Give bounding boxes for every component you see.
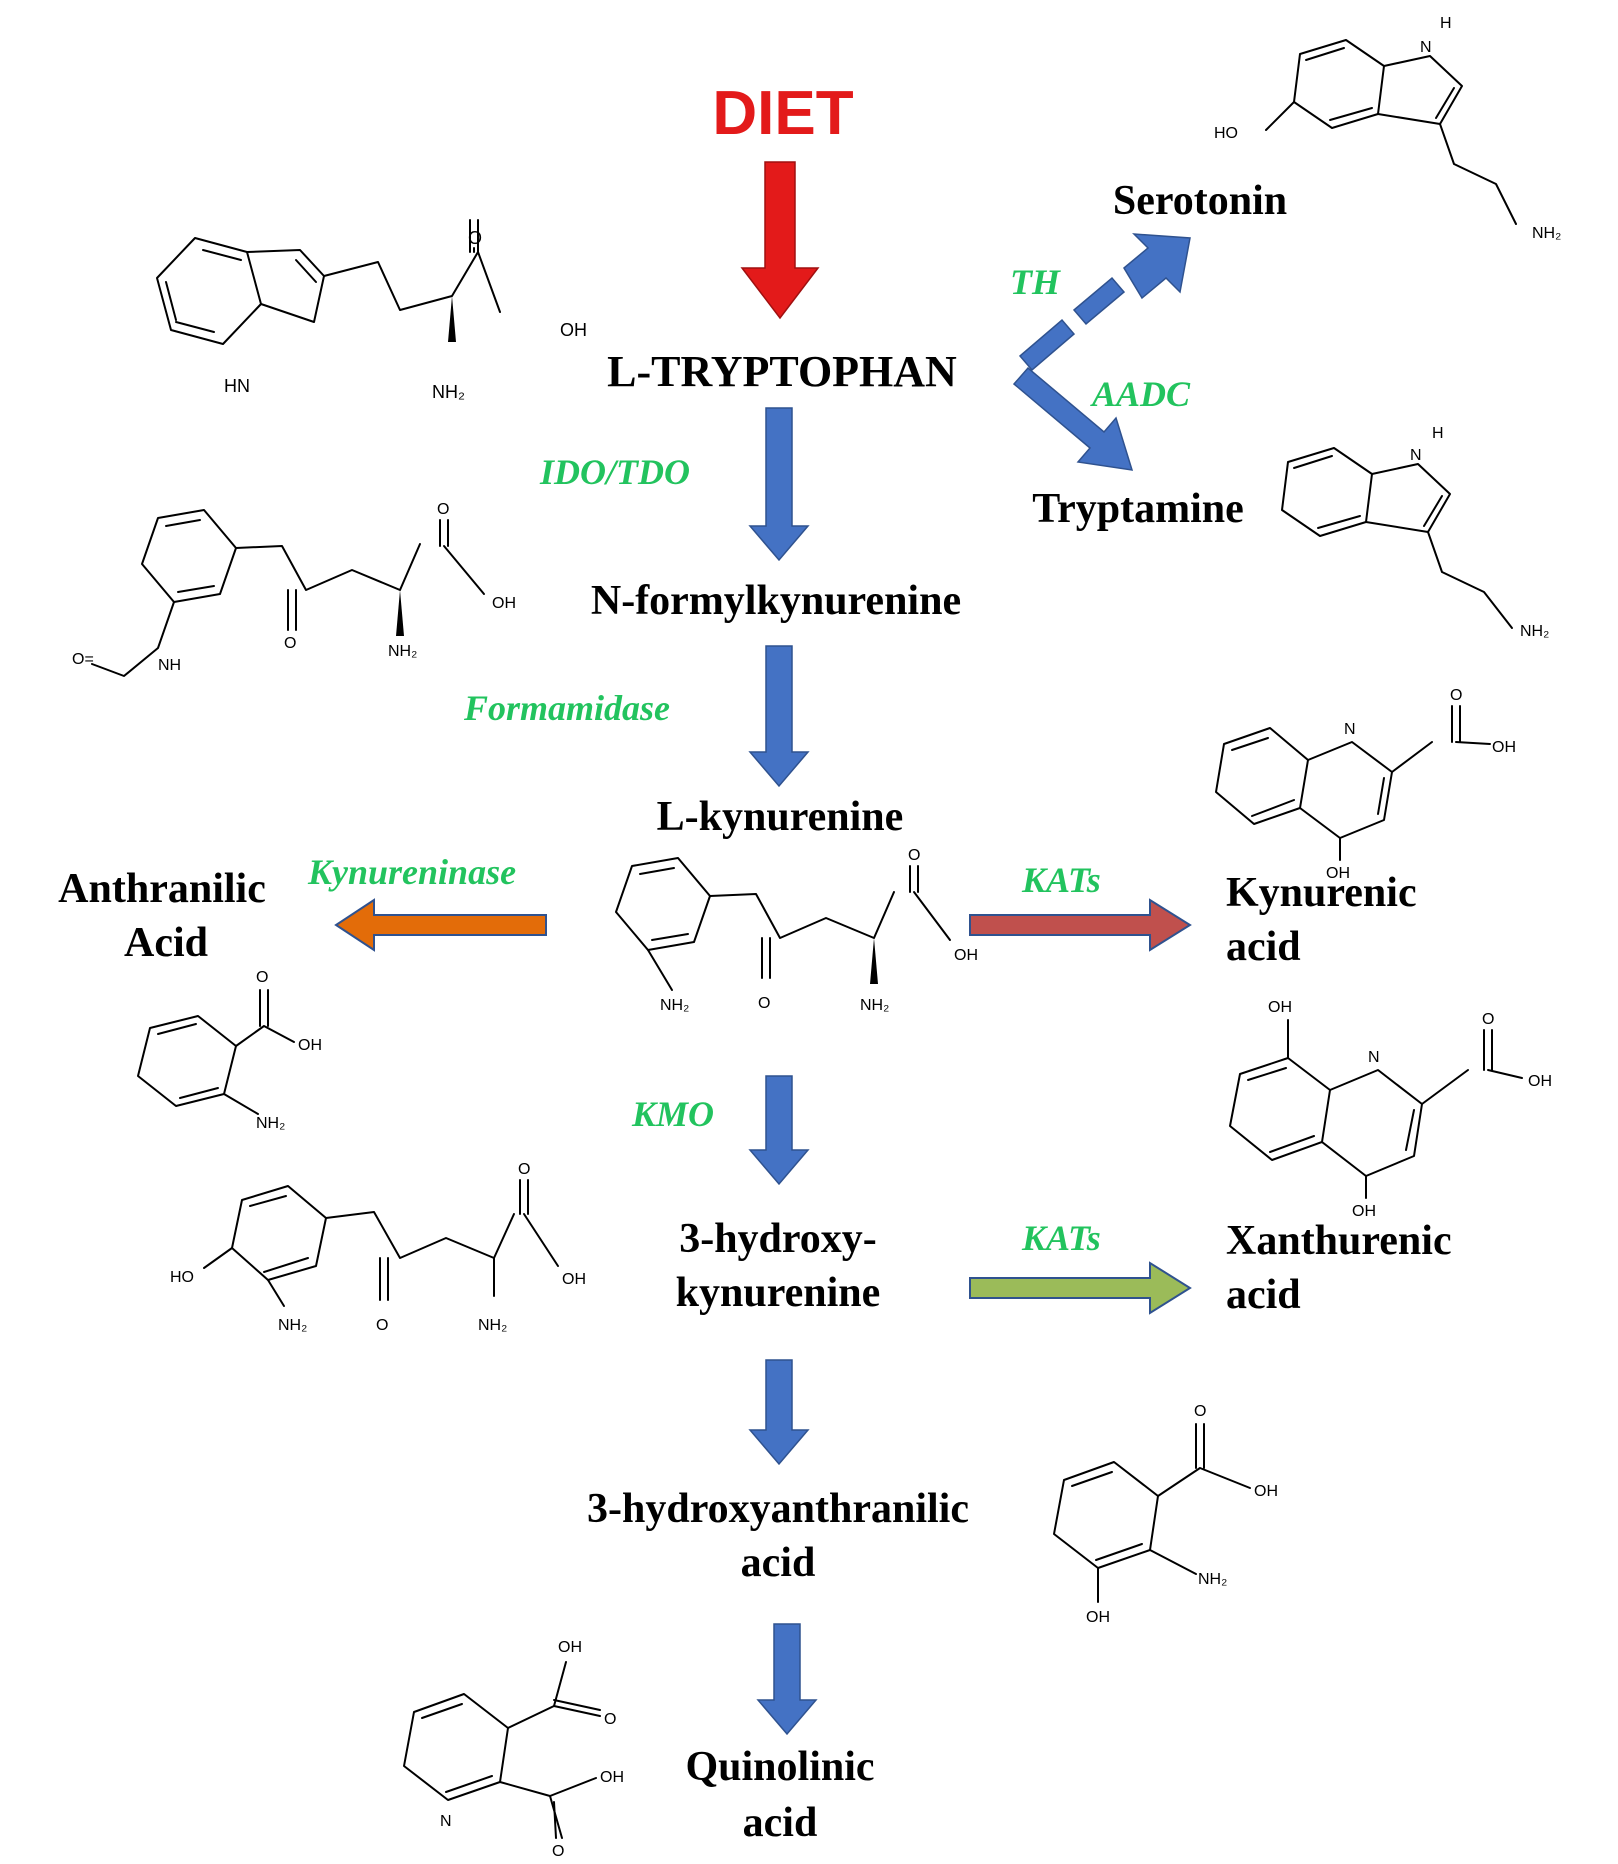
atom-label: N	[1344, 721, 1356, 738]
tryptamine-structure: H N NH₂	[1281, 425, 1549, 640]
hydroxykynurenine-to-hydroxyanthranilic-arrow	[748, 1359, 810, 1466]
atom-label: O	[284, 635, 296, 652]
atom-label: OH	[954, 947, 978, 964]
atom-label: OH	[1086, 1609, 1110, 1626]
formamidase-arrow	[748, 645, 810, 788]
xanthurenic-acid-structure: OH N O OH OH	[1229, 999, 1552, 1220]
atom-label: NH₂	[1198, 1571, 1227, 1588]
atom-label: O	[552, 1843, 564, 1860]
n-formylkynurenine-label: N-formylkynurenine	[591, 578, 961, 624]
serotonin-structure: H N HO NH₂	[1214, 15, 1561, 242]
atom-label: NH₂	[432, 382, 465, 402]
atom-label: N	[1420, 39, 1432, 56]
atom-label: O	[1482, 1011, 1494, 1028]
atom-label: H	[1432, 425, 1444, 442]
l-kynurenine-label: L-kynurenine	[657, 794, 904, 840]
enzyme-formamidase: Formamidase	[463, 688, 670, 728]
enzyme-kmo: KMO	[631, 1094, 714, 1134]
enzyme-ido-tdo: IDO/TDO	[539, 452, 690, 492]
serotonin-label: Serotonin	[1113, 178, 1287, 224]
l-kynurenine-structure: O OH O NH₂ NH₂	[615, 847, 978, 1014]
atom-label: NH₂	[1520, 623, 1549, 640]
enzyme-kynureninase: Kynureninase	[307, 852, 516, 892]
kynurenic-acid-label-line1: Kynurenic	[1226, 870, 1417, 916]
hydroxykynurenine-structure: O OH HO NH₂ O NH₂	[170, 1161, 586, 1334]
hydroxyanthranilic-acid-label-line2: acid	[741, 1540, 816, 1586]
atom-label: O	[376, 1317, 388, 1334]
hydroxyanthranilic-acid-label-line1: 3-hydroxyanthranilic	[587, 1486, 969, 1532]
atom-label: NH₂	[860, 997, 889, 1014]
atom-label: N	[1410, 447, 1422, 464]
hydroxykynurenine-label-line2: kynurenine	[676, 1270, 881, 1316]
kats-xanthurenic-arrow	[969, 1261, 1192, 1315]
anthranilic-acid-label-line1: Anthranilic	[58, 866, 266, 912]
th-arrow	[1018, 233, 1191, 372]
atom-label: OH	[492, 595, 516, 612]
atom-label: O	[518, 1161, 530, 1178]
atom-label: O	[758, 995, 770, 1012]
enzyme-th: TH	[1010, 262, 1061, 302]
anthranilic-acid-label-line2: Acid	[124, 920, 208, 966]
ido-tdo-arrow	[748, 407, 810, 562]
atom-label: NH₂	[1532, 225, 1561, 242]
atom-label: NH₂	[278, 1317, 307, 1334]
atom-label: H	[1440, 15, 1452, 32]
tryptamine-label: Tryptamine	[1032, 486, 1244, 532]
atom-label: OH	[600, 1769, 624, 1786]
diet-label: DIET	[712, 79, 853, 148]
atom-label: OH	[298, 1037, 322, 1054]
kynurenic-acid-label-line2: acid	[1226, 924, 1301, 970]
atom-label: OH	[1492, 739, 1516, 756]
atom-label: OH	[1352, 1203, 1376, 1220]
atom-label: N	[1368, 1049, 1380, 1066]
tryptophan-structure: HN O OH NH₂	[156, 219, 587, 402]
atom-label: HN	[224, 376, 250, 396]
quinolinic-acid-label-line1: Quinolinic	[685, 1744, 874, 1790]
xanthurenic-acid-label-line1: Xanthurenic	[1226, 1218, 1452, 1264]
atom-label: OH	[1528, 1073, 1552, 1090]
atom-label: NH	[158, 657, 181, 674]
kynurenic-acid-structure: N O OH OH	[1215, 687, 1516, 882]
enzyme-kats-kynurenic: KATs	[1021, 860, 1101, 900]
n-formylkynurenine-structure: O OH O NH₂ NH O=	[72, 501, 516, 677]
atom-label: O	[1194, 1403, 1206, 1420]
kats-kynurenic-arrow	[969, 898, 1192, 952]
atom-label: O=	[72, 651, 94, 668]
anthranilic-acid-structure: O OH NH₂	[137, 969, 322, 1132]
atom-label: OH	[1326, 865, 1350, 882]
kynureninase-arrow	[334, 898, 547, 952]
kmo-arrow	[748, 1075, 810, 1186]
atom-label: N	[440, 1813, 452, 1830]
atom-label: HO	[1214, 125, 1238, 142]
enzyme-kats-xanthurenic: KATs	[1021, 1218, 1101, 1258]
atom-label: OH	[1254, 1483, 1278, 1500]
atom-label: OH	[560, 320, 587, 340]
atom-label: NH₂	[660, 997, 689, 1014]
atom-label: NH₂	[478, 1317, 507, 1334]
atom-label: O	[468, 228, 482, 248]
atom-label: O	[437, 501, 449, 518]
diet-arrow	[740, 161, 820, 320]
enzyme-aadc: AADC	[1090, 374, 1191, 414]
atom-label: OH	[562, 1271, 586, 1288]
atom-label: NH₂	[256, 1115, 285, 1132]
hydroxyanthranilic-to-quinolinic-arrow	[756, 1623, 818, 1736]
quinolinic-acid-label-line2: acid	[743, 1800, 818, 1846]
hydroxykynurenine-label-line1: 3-hydroxy-	[679, 1216, 877, 1262]
atom-label: O	[604, 1711, 616, 1728]
atom-label: O	[256, 969, 268, 986]
quinolinic-acid-structure: OH O N OH O	[403, 1639, 624, 1860]
atom-label: NH₂	[388, 643, 417, 660]
hydroxyanthranilic-acid-structure: O OH NH₂ OH	[1053, 1403, 1278, 1626]
xanthurenic-acid-label-line2: acid	[1226, 1272, 1301, 1318]
atom-label: O	[1450, 687, 1462, 704]
tryptophan-label: L-TRYPTOPHAN	[607, 347, 957, 396]
atom-label: HO	[170, 1269, 194, 1286]
aadc-arrow	[1012, 366, 1134, 471]
atom-label: O	[908, 847, 920, 864]
atom-label: OH	[1268, 999, 1292, 1016]
atom-label: OH	[558, 1639, 582, 1656]
